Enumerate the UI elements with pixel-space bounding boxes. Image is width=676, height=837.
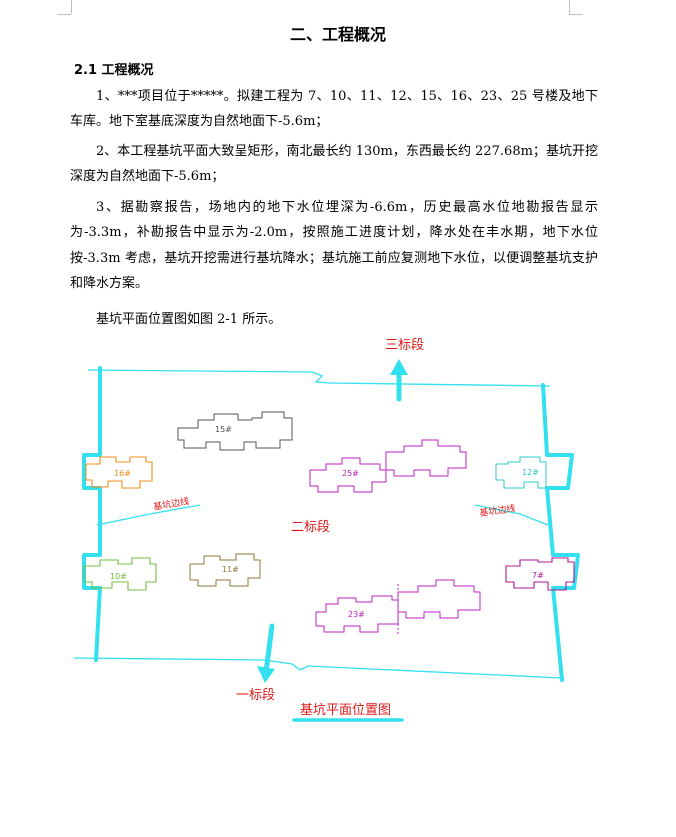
- paragraph: 基坑平面位置图如图 2-1 所示。: [96, 312, 282, 327]
- building-23: 23#: [315, 579, 481, 634]
- arrow-down-icon: [257, 623, 275, 683]
- crop-mark: [569, 0, 570, 14]
- building-15-label: 15#: [215, 425, 232, 434]
- building-25: 25#: [309, 439, 467, 493]
- page-title: 二、工程概况: [289, 25, 386, 44]
- boundary-thin-lines: [73, 369, 563, 679]
- crop-mark: [569, 14, 583, 15]
- section-1-label: 一标段: [236, 688, 275, 703]
- building-12-label: 12#: [522, 468, 539, 477]
- section-2-label: 二标段: [291, 520, 330, 535]
- building-10: 10#: [83, 557, 157, 591]
- figure-caption: 基坑平面位置图: [300, 703, 391, 718]
- pit-edge-label-right: 基坑边线: [479, 502, 516, 519]
- building-23-label: 23#: [348, 610, 365, 619]
- paragraph: 1、***项目位于*****。拟建工程为 7、10、11、12、15、16、23…: [70, 89, 598, 130]
- arrow-up-icon: [390, 359, 408, 402]
- cut-line-left: [96, 504, 201, 526]
- boundary-bottom: [73, 657, 563, 679]
- building-7: 7#: [505, 557, 575, 591]
- building-7-label: 7#: [532, 571, 544, 580]
- cut-line-right: [474, 504, 549, 526]
- building-15: 15#: [177, 411, 293, 451]
- crop-mark: [71, 0, 72, 14]
- paragraph: 2、本工程基坑平面大致呈矩形，南北最长约 130m，东西最长约 227.68m；…: [70, 144, 598, 185]
- building-11: 11#: [189, 553, 261, 587]
- boundary-left: [82, 366, 102, 662]
- section-3-label: 三标段: [385, 338, 424, 353]
- site-plan-figure: 15# 16# 25# 12# 10# 11# 23# 7# 三标段 二标段: [73, 338, 580, 722]
- boundary-top: [87, 369, 551, 387]
- building-25-label: 25#: [342, 469, 359, 478]
- building-10-label: 10#: [110, 572, 127, 581]
- pit-boundary: [82, 366, 580, 682]
- building-12: 12#: [495, 456, 547, 489]
- building-11-label: 11#: [222, 565, 239, 574]
- building-16: 16#: [85, 456, 153, 489]
- crop-mark: [57, 14, 71, 15]
- paragraph: 3、据勘察报告，场地内的地下水位埋深为-6.6m，历史最高水位地勘报告显示为-3…: [70, 200, 598, 292]
- section-heading: 2.1 工程概况: [74, 63, 154, 78]
- building-16-label: 16#: [114, 469, 131, 478]
- boundary-right: [541, 383, 580, 682]
